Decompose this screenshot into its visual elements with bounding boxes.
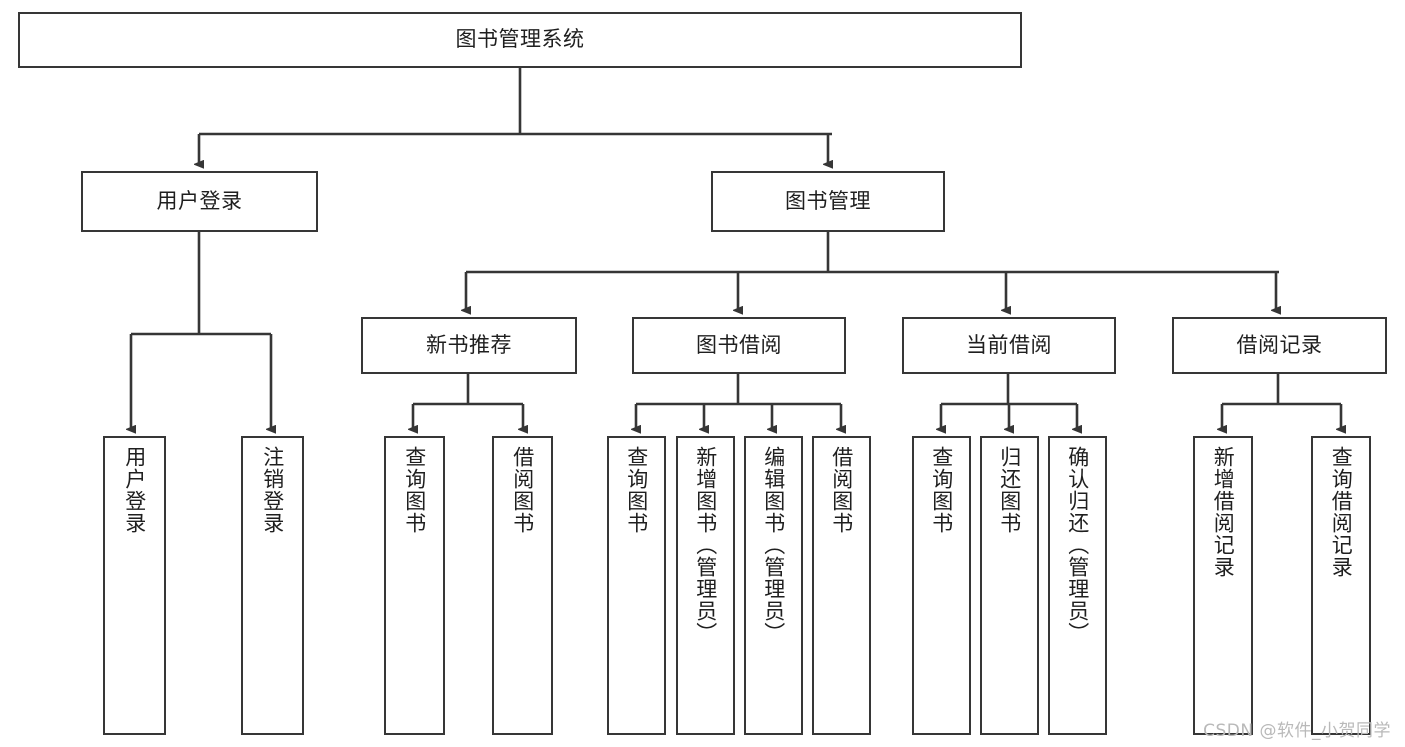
- node-leaf-query-book-2-label: 查询图书: [624, 446, 649, 534]
- node-leaf-confirm-return-label: 确认归还（管理员）: [1065, 446, 1090, 644]
- node-book-management-label: 图书管理: [785, 188, 871, 213]
- node-new-book-recommend-label: 新书推荐: [426, 332, 512, 357]
- node-current-borrow-label: 当前借阅: [966, 332, 1052, 357]
- node-leaf-query-book-3-label: 查询图书: [929, 446, 954, 534]
- node-leaf-query-record-label: 查询借阅记录: [1329, 446, 1354, 578]
- node-user-login[interactable]: 用户登录: [81, 171, 318, 232]
- node-leaf-query-book-1[interactable]: 查询图书: [384, 436, 445, 735]
- node-book-borrow[interactable]: 图书借阅: [632, 317, 846, 374]
- node-leaf-confirm-return[interactable]: 确认归还（管理员）: [1048, 436, 1107, 735]
- node-leaf-add-book-label: 新增图书（管理员）: [693, 446, 718, 644]
- node-leaf-edit-book-label: 编辑图书（管理员）: [761, 446, 786, 644]
- watermark-text: CSDN @软件_小贺同学: [1203, 721, 1391, 741]
- node-leaf-add-record-label: 新增借阅记录: [1211, 446, 1236, 578]
- node-borrow-record[interactable]: 借阅记录: [1172, 317, 1387, 374]
- node-borrow-record-label: 借阅记录: [1236, 332, 1323, 357]
- node-leaf-query-book-2[interactable]: 查询图书: [607, 436, 666, 735]
- node-book-management[interactable]: 图书管理: [711, 171, 945, 232]
- node-leaf-return-book[interactable]: 归还图书: [980, 436, 1039, 735]
- node-leaf-return-book-label: 归还图书: [997, 446, 1022, 534]
- node-leaf-query-book-1-label: 查询图书: [402, 446, 427, 534]
- node-user-login-label: 用户登录: [156, 188, 243, 213]
- node-leaf-logout-login[interactable]: 注销登录: [241, 436, 304, 735]
- node-book-borrow-label: 图书借阅: [696, 332, 782, 357]
- node-leaf-borrow-book-2[interactable]: 借阅图书: [812, 436, 871, 735]
- node-leaf-user-login-label: 用户登录: [122, 446, 147, 534]
- node-new-book-recommend[interactable]: 新书推荐: [361, 317, 577, 374]
- node-leaf-add-book[interactable]: 新增图书（管理员）: [676, 436, 735, 735]
- node-leaf-borrow-book-1-label: 借阅图书: [510, 446, 535, 534]
- node-leaf-borrow-book-2-label: 借阅图书: [829, 446, 854, 534]
- node-leaf-logout-login-label: 注销登录: [260, 446, 285, 534]
- node-current-borrow[interactable]: 当前借阅: [902, 317, 1116, 374]
- node-leaf-add-record[interactable]: 新增借阅记录: [1193, 436, 1253, 735]
- node-leaf-edit-book[interactable]: 编辑图书（管理员）: [744, 436, 803, 735]
- node-leaf-query-record[interactable]: 查询借阅记录: [1311, 436, 1371, 735]
- node-leaf-user-login[interactable]: 用户登录: [103, 436, 166, 735]
- node-leaf-query-book-3[interactable]: 查询图书: [912, 436, 971, 735]
- node-root-label: 图书管理系统: [455, 27, 585, 52]
- node-leaf-borrow-book-1[interactable]: 借阅图书: [492, 436, 553, 735]
- node-root[interactable]: 图书管理系统: [18, 12, 1022, 68]
